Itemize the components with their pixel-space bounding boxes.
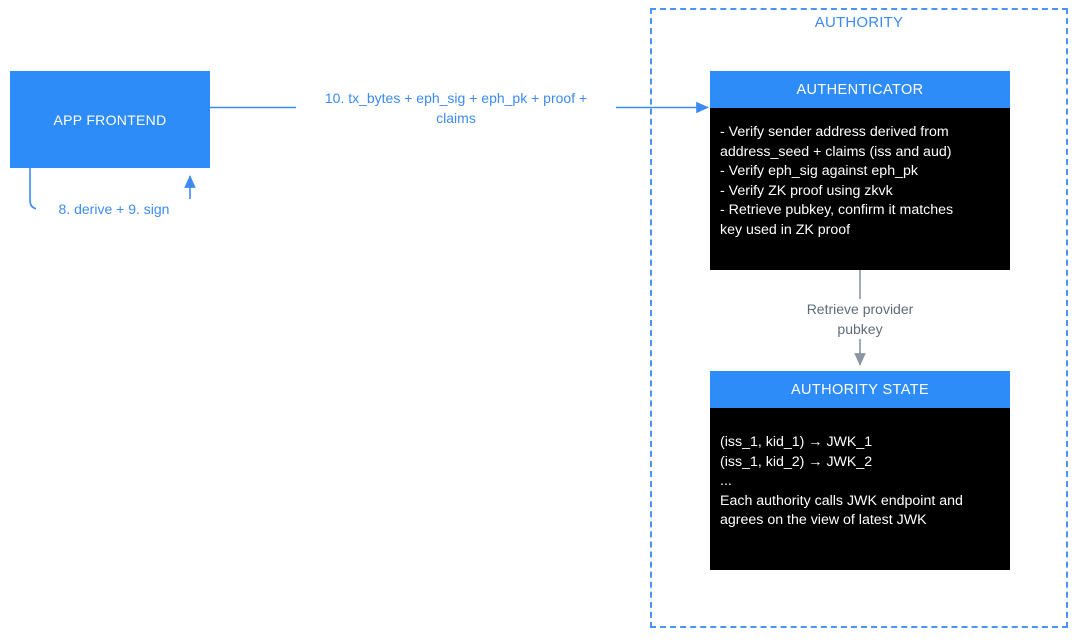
authority-group-label: AUTHORITY [814,14,904,31]
authority-state-line-5: agrees on the view of latest JWK [720,512,927,528]
authenticator-line-3: - Verify eph_sig against eph_pk [720,163,918,179]
edge-label-tx-payload-line1: 10. tx_bytes + eph_sig + eph_pk + proof … [324,90,588,106]
node-authority-state-body: (iss_1, kid_1) → JWK_1 (iss_1, kid_2) → … [710,408,1010,570]
edge-label-derive-sign: 8. derive + 9. sign [36,199,192,219]
node-app-frontend-label: APP FRONTEND [53,111,167,128]
node-authority-state[interactable]: AUTHORITY STATE (iss_1, kid_1) → JWK_1 (… [710,371,1010,570]
authenticator-line-1: - Verify sender address derived from [720,124,949,140]
authenticator-line-6: key used in ZK proof [720,221,851,238]
authority-group-boundary [650,8,1068,628]
authority-state-line-4: Each authority calls JWK endpoint and [720,492,963,509]
node-authority-state-header: AUTHORITY STATE [710,371,1010,408]
authenticator-line-4: - Verify ZK proof using zkvk [720,182,893,199]
authority-state-line-2: (iss_1, kid_2) → JWK_2 [720,453,873,470]
edge-label-retrieve-line2: pubkey [837,321,883,337]
authenticator-line-2: address_seed + claims (iss and aud) [720,143,952,160]
node-authenticator-body: - Verify sender address derived from add… [710,108,1010,270]
edge-label-retrieve-line1: Retrieve provider [806,301,914,317]
edge-label-retrieve-provider-pubkey: Retrieve provider pubkey [780,299,940,339]
edge-label-tx-payload: 10. tx_bytes + eph_sig + eph_pk + proof … [296,88,616,128]
node-app-frontend[interactable]: APP FRONTEND [10,71,210,168]
edge-label-tx-payload-line2: claims [436,110,476,126]
authority-state-line-1: (iss_1, kid_1) → JWK_1 [720,434,873,450]
authenticator-line-5: - Retrieve pubkey, confirm it matches [720,202,954,218]
node-authenticator[interactable]: AUTHENTICATOR - Verify sender address de… [710,71,1010,270]
authority-state-line-3: ... [720,473,732,489]
node-authenticator-header: AUTHENTICATOR [710,71,1010,108]
